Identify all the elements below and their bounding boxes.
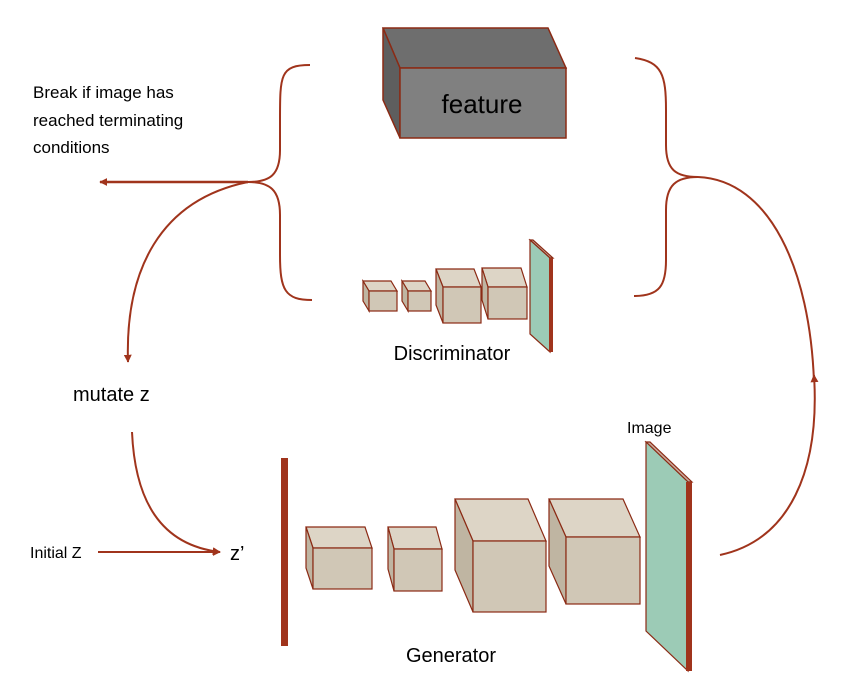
disc-cube-2 <box>400 278 433 314</box>
feature-label: feature <box>442 89 523 119</box>
gen-cube-3 <box>454 498 547 613</box>
gen-output-image <box>644 440 694 673</box>
image-label: Image <box>627 420 672 437</box>
break-text-line-3: conditions <box>33 138 110 157</box>
disc-cube-1 <box>361 278 399 314</box>
to-zprime-arrow <box>131 431 221 556</box>
right-upper-curve <box>697 176 815 383</box>
gen-cube-4 <box>548 498 641 605</box>
z-input-bar <box>281 458 288 646</box>
disc-output-plate <box>528 238 555 354</box>
to-mutate-arrow <box>123 181 249 363</box>
image-to-discriminator-arrow <box>719 374 819 556</box>
mutate-z-label: mutate z <box>73 384 150 406</box>
break-text-line-1: Break if image has <box>33 83 174 102</box>
generator-network <box>281 440 694 673</box>
z-prime-label: z’ <box>230 543 244 565</box>
disc-cube-3 <box>435 268 482 324</box>
gen-cube-2 <box>387 526 443 592</box>
break-text-line-2: reached terminating <box>33 111 183 130</box>
initial-z-label: Initial Z <box>30 545 82 562</box>
left-brace <box>247 64 313 301</box>
gen-cube-1 <box>305 526 373 590</box>
disc-cube-4 <box>481 267 528 320</box>
generator-label: Generator <box>406 645 496 667</box>
right-brace <box>633 57 699 297</box>
discriminator-network <box>361 238 555 354</box>
feature-block <box>381 27 568 139</box>
discriminator-label: Discriminator <box>394 343 511 365</box>
